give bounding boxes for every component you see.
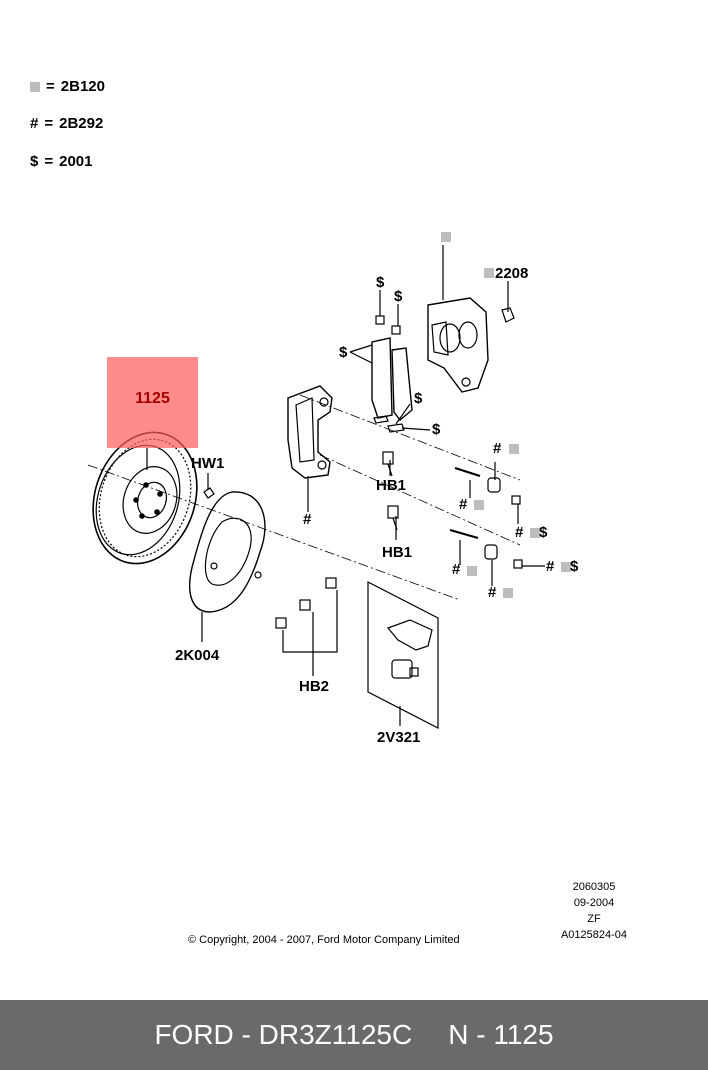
gray-square-icon	[474, 500, 484, 510]
brake-assembly-diagram	[87, 245, 545, 729]
bleeder-screw-drawing	[501, 307, 515, 323]
label-2k004: 2K004	[175, 647, 220, 664]
hash-label: #	[515, 524, 524, 541]
label-hw1: HW1	[191, 455, 225, 472]
gray-square-icon	[561, 562, 571, 572]
gray-square-icon	[484, 268, 494, 278]
gray-square-icon	[30, 81, 40, 92]
hb2-bolts-drawing	[275, 577, 337, 629]
drawing-metadata: 2060305 09-2004 ZF A0125824-04	[553, 879, 635, 943]
hash-label: #	[493, 440, 502, 457]
legend-code: 2B120	[60, 78, 105, 95]
dollar-label: $	[394, 288, 403, 305]
hash-symbol: #	[30, 115, 39, 132]
hash-label: #	[459, 496, 468, 513]
footer-bar: FORD - DR3Z1125C N - 1125	[0, 1000, 708, 1070]
highlight-label: 1125	[135, 390, 170, 407]
gray-square-icon	[503, 588, 513, 598]
footer-reference: N - 1125	[448, 1019, 554, 1050]
guide-pins-drawing	[449, 467, 523, 569]
legend-equals: =	[44, 153, 54, 170]
hash-label: #	[303, 511, 312, 528]
label-2208: 2208	[495, 265, 529, 282]
dollar-label: $	[414, 390, 423, 407]
legend-row-2001: $ = 2001	[30, 153, 92, 170]
gray-square-icon	[509, 444, 519, 454]
meta-line: 2060305	[572, 881, 616, 893]
center-axis-lower	[87, 464, 461, 601]
footer-part-number: FORD - DR3Z1125C	[154, 1019, 413, 1050]
dollar-label: $	[376, 274, 385, 291]
dollar-label: $	[570, 558, 579, 575]
meta-line: 09-2004	[573, 897, 615, 909]
brake-pads-drawing	[371, 315, 413, 433]
legend-equals: =	[44, 115, 54, 132]
legend-equals: =	[46, 78, 55, 95]
caliper-body-drawing	[427, 297, 489, 393]
meta-line: A0125824-04	[560, 929, 628, 941]
dollar-label: $	[339, 344, 348, 361]
gray-square-icon	[441, 232, 451, 242]
hash-label: #	[452, 561, 461, 578]
legend-code: 2001	[59, 153, 93, 170]
hash-label: #	[546, 558, 555, 575]
gray-square-icon	[467, 566, 477, 576]
gray-square-icon	[530, 528, 540, 538]
copyright-notice: © Copyright, 2004 - 2007, Ford Motor Com…	[188, 934, 460, 946]
hash-label: #	[488, 584, 497, 601]
legend-row-2b292: # = 2B292	[30, 115, 103, 132]
center-axis-mid	[319, 454, 521, 546]
meta-line: ZF	[587, 913, 601, 925]
center-axis-upper	[299, 394, 521, 481]
legend-code: 2B292	[59, 115, 104, 132]
label-hb2: HB2	[299, 678, 330, 695]
legend-row-2b120: = 2B120	[30, 78, 105, 95]
dollar-symbol: $	[30, 153, 39, 170]
dollar-label: $	[539, 524, 548, 541]
hw1-clip-drawing	[203, 487, 215, 499]
dollar-label: $	[432, 421, 441, 438]
highlight-part-1125: 1125	[107, 357, 198, 448]
hardware-kit-drawing	[367, 581, 439, 729]
label-hb1-top: HB1	[376, 477, 407, 494]
splash-shield-drawing	[189, 491, 266, 613]
label-2v321: 2V321	[377, 729, 421, 746]
caliper-bracket-drawing	[287, 385, 333, 479]
label-hb1-bottom: HB1	[382, 544, 413, 561]
